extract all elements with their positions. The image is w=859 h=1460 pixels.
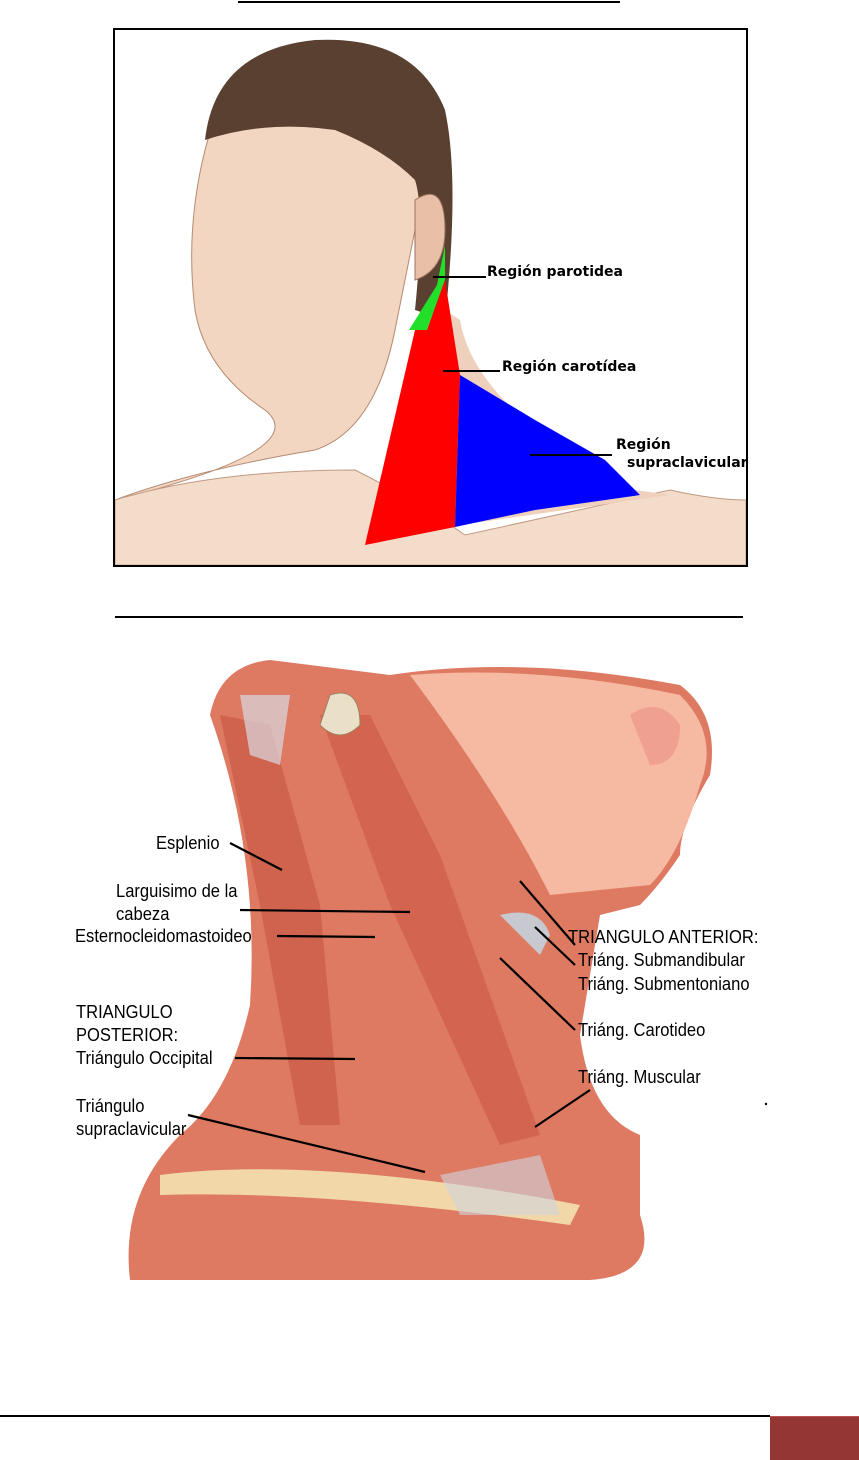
figure-neck-regions: Región parotidea Región carotídea Región… (113, 28, 748, 567)
label-triangulo-posterior-1: TRIANGULO (76, 1002, 173, 1022)
footer-rule (0, 1415, 770, 1417)
label-triangulo-occipital: Triángulo Occipital (76, 1048, 213, 1068)
label-region-parotid: Región parotidea (487, 264, 624, 280)
label-triangulo-posterior-2: POSTERIOR: (76, 1025, 179, 1045)
label-region-supraclavicular-1: Región (616, 437, 671, 453)
heading-rule-top (238, 1, 620, 3)
label-larguisimo-2: cabeza (116, 904, 170, 924)
label-region-supraclavicular-2: supraclavicular (627, 455, 748, 471)
region-parotid (409, 245, 445, 330)
neck-muscles-illustration (128, 660, 768, 1280)
label-larguisimo-1: Larguisimo de la (116, 881, 238, 901)
neck-regions-illustration (115, 39, 746, 565)
label-triang-muscular: Triáng. Muscular (578, 1067, 701, 1087)
label-triangulo-supraclavicular-1: Triángulo (76, 1096, 145, 1116)
region-supraclavicular (455, 375, 640, 527)
label-region-carotid: Región carotídea (502, 359, 637, 375)
label-esternocleidomastoideo: Esternocleidomastoideo (75, 926, 252, 946)
region-carotid (365, 280, 460, 545)
label-triangulo-supraclavicular-2: supraclavicular (76, 1119, 187, 1139)
label-triang-submandibular: Triáng. Submandibular (578, 950, 745, 970)
figure-neck-triangles: Esplenio Larguisimo de la cabeza Esterno… (75, 655, 810, 1285)
label-triangulo-anterior: TRIANGULO ANTERIOR: (568, 927, 759, 947)
heading-rule-middle (115, 616, 743, 618)
label-triang-carotideo: Triáng. Carotideo (578, 1020, 706, 1040)
label-triang-submentoniano: Triáng. Submentoniano (578, 974, 750, 994)
label-esplenio: Esplenio (156, 833, 220, 853)
footer-page-number-box (770, 1416, 859, 1460)
